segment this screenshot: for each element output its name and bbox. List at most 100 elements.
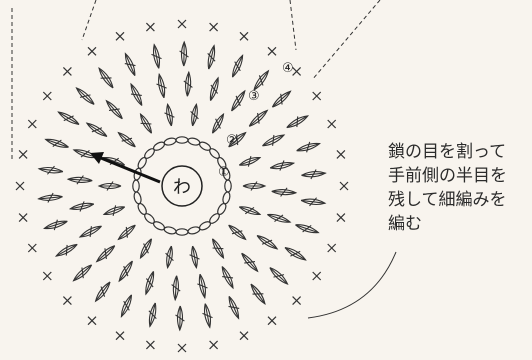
tall-stitch bbox=[271, 187, 298, 197]
single-crochet-mark bbox=[87, 316, 97, 326]
direction-arrow bbox=[90, 152, 161, 184]
tall-stitch bbox=[262, 134, 286, 147]
tall-stitch bbox=[231, 89, 246, 112]
single-crochet-mark bbox=[292, 296, 302, 306]
round-marker-1: ① bbox=[218, 165, 230, 180]
tall-stitch bbox=[286, 115, 310, 129]
tall-stitch bbox=[211, 238, 225, 260]
note-line-4: 編む bbox=[388, 214, 422, 234]
chain-stitch bbox=[224, 179, 232, 193]
chain-stitch bbox=[187, 137, 201, 146]
dashed-guide-lines bbox=[11, 0, 381, 160]
tall-stitch bbox=[139, 112, 153, 134]
tall-stitch bbox=[98, 67, 114, 89]
chain-stitch bbox=[132, 179, 140, 193]
tall-stitch bbox=[197, 273, 208, 300]
tall-stitch bbox=[295, 224, 320, 234]
single-crochet-mark bbox=[15, 181, 25, 191]
chain-stitch bbox=[163, 137, 177, 146]
tall-stitch bbox=[209, 76, 219, 101]
round-markers: ① ② ③ ④ bbox=[218, 61, 294, 180]
tall-stitch bbox=[267, 213, 292, 223]
round-marker-2: ② bbox=[226, 133, 238, 148]
stitch-note: 鎖の目を割って 手前側の半目を 残して細編みを 編む bbox=[388, 140, 507, 236]
single-crochet-mark bbox=[327, 119, 337, 129]
single-crochet-mark bbox=[312, 271, 322, 281]
tall-stitch bbox=[165, 245, 174, 270]
tall-stitch bbox=[231, 54, 244, 78]
tall-stitch bbox=[238, 206, 262, 216]
single-crochet-mark bbox=[267, 46, 277, 56]
single-crochet-mark bbox=[62, 66, 72, 76]
single-crochet-mark bbox=[336, 149, 346, 159]
single-crochet-mark bbox=[327, 243, 337, 253]
tall-stitch bbox=[207, 44, 216, 70]
tall-stitch bbox=[105, 99, 123, 120]
tall-stitch bbox=[117, 131, 136, 148]
tall-stitch bbox=[151, 43, 162, 69]
double-crochet-stitches bbox=[37, 40, 327, 332]
tall-stitch bbox=[211, 112, 225, 134]
tall-stitch bbox=[85, 122, 108, 137]
tall-stitch bbox=[148, 302, 157, 328]
tall-stitch bbox=[44, 138, 69, 148]
single-crochet-mark bbox=[177, 343, 187, 353]
tall-stitch bbox=[228, 224, 247, 241]
tall-stitch bbox=[256, 235, 279, 250]
tall-stitch bbox=[37, 192, 63, 203]
single-crochet-mark bbox=[267, 316, 277, 326]
tall-stitch bbox=[228, 296, 240, 320]
chain-stitch bbox=[175, 136, 189, 144]
magic-ring bbox=[161, 165, 203, 207]
tall-stitch bbox=[139, 238, 153, 260]
tall-stitch bbox=[269, 267, 289, 285]
tall-stitch bbox=[202, 303, 213, 329]
tall-stitch bbox=[72, 264, 93, 282]
tall-stitch bbox=[271, 90, 292, 108]
tall-stitch bbox=[301, 169, 327, 180]
tall-stitch bbox=[68, 201, 95, 212]
tall-stitch bbox=[171, 275, 181, 302]
tall-stitch bbox=[296, 141, 321, 153]
tall-stitch bbox=[189, 245, 200, 270]
single-crochet-mark bbox=[177, 19, 187, 29]
tall-stitch bbox=[179, 40, 189, 67]
tall-stitch bbox=[130, 82, 143, 106]
tall-stitch bbox=[228, 131, 247, 148]
tall-stitch bbox=[97, 181, 122, 191]
round-marker-4: ④ bbox=[282, 61, 294, 76]
tall-stitch bbox=[57, 111, 80, 125]
tall-stitch bbox=[300, 197, 327, 207]
single-crochet-mark bbox=[145, 22, 155, 32]
tall-stitch bbox=[248, 109, 269, 127]
single-crochet-mark bbox=[18, 213, 28, 223]
single-crochet-mark bbox=[239, 331, 249, 341]
tall-stitch bbox=[78, 225, 102, 238]
tall-stitch bbox=[66, 175, 93, 185]
tall-stitch bbox=[221, 266, 234, 290]
tall-stitch bbox=[95, 245, 116, 263]
tall-stitch bbox=[238, 155, 262, 167]
single-crochet-mark bbox=[27, 119, 37, 129]
tall-stitch bbox=[241, 252, 259, 273]
single-crochet-mark bbox=[292, 66, 302, 76]
tall-stitch bbox=[120, 294, 133, 318]
magic-ring-label: わ bbox=[173, 177, 191, 198]
tall-stitch bbox=[156, 72, 167, 99]
tall-stitch bbox=[145, 271, 155, 296]
chain-stitch bbox=[163, 226, 177, 235]
single-crochet-mark bbox=[42, 271, 52, 281]
single-crochet-mark bbox=[145, 340, 155, 350]
chain-stitch bbox=[222, 191, 231, 205]
tall-stitch bbox=[75, 87, 95, 105]
note-pointer-curve bbox=[307, 251, 397, 319]
note-line-2: 手前側の半目を bbox=[388, 166, 507, 186]
single-crochet-marks bbox=[15, 19, 349, 353]
round-marker-3: ③ bbox=[248, 89, 260, 104]
ring-chain-stitches bbox=[132, 136, 232, 236]
tall-stitch bbox=[284, 247, 307, 261]
tall-stitch bbox=[102, 205, 126, 217]
tall-stitch bbox=[253, 69, 270, 91]
tall-stitch bbox=[43, 219, 68, 231]
